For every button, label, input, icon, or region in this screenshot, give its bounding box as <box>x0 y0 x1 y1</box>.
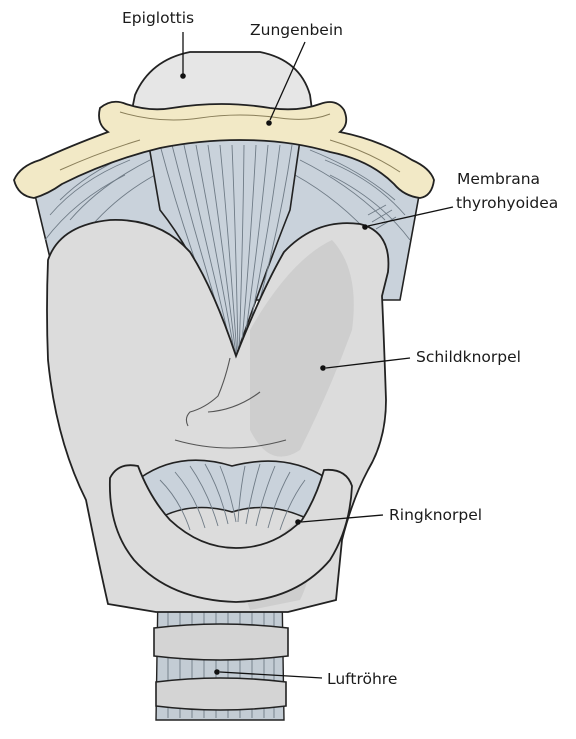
label-thyrohyoidea: thyrohyoidea <box>456 194 558 212</box>
trachea-ring <box>154 624 288 660</box>
label-luftroehre: Luftröhre <box>327 670 397 688</box>
label-membrana: Membrana <box>457 170 540 188</box>
trachea-ring <box>156 678 286 710</box>
label-ringknorpel: Ringknorpel <box>389 506 482 524</box>
label-zungenbein: Zungenbein <box>250 21 343 39</box>
label-schildknorpel: Schildknorpel <box>416 348 521 366</box>
label-epiglottis: Epiglottis <box>122 9 194 27</box>
epiglottis <box>132 52 312 110</box>
